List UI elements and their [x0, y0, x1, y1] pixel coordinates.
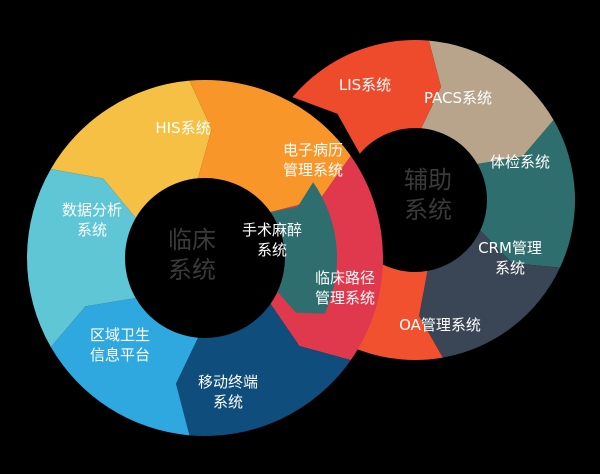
segment-crm: [419, 230, 561, 358]
segment-mobile: [175, 303, 351, 436]
segment-anesthesia: [270, 182, 337, 314]
segment-data-analysis: [26, 169, 136, 347]
label-anesthesia: 手术麻醉系统: [242, 221, 302, 259]
left-ring-hub: [126, 179, 284, 337]
left-center-title: 临床系统: [168, 226, 216, 284]
segment-regional: [50, 298, 199, 436]
label-data-analysis: 数据分析系统: [62, 201, 122, 239]
segment-checkup: [477, 120, 576, 268]
label-mobile: 移动终端系统: [198, 373, 258, 411]
label-clinical-path: 临床路径管理系统: [315, 269, 375, 307]
label-pacs: PACS系统: [424, 89, 492, 107]
segment-lis: [292, 40, 442, 154]
label-regional: 区域卫生信息平台: [90, 326, 150, 364]
left-ring: [26, 80, 383, 436]
label-crm: CRM管理系统: [478, 239, 542, 277]
label-oa: OA管理系统: [399, 316, 481, 334]
segment-pacs: [421, 40, 554, 164]
segment-his: [50, 80, 212, 219]
segment-emr: [189, 80, 351, 213]
label-emr: 电子病历管理系统: [283, 141, 343, 179]
label-his: HIS系统: [155, 119, 210, 137]
label-checkup: 体检系统: [490, 153, 550, 171]
label-lis: LIS系统: [339, 76, 391, 94]
right-center-title: 辅助系统: [404, 166, 452, 224]
